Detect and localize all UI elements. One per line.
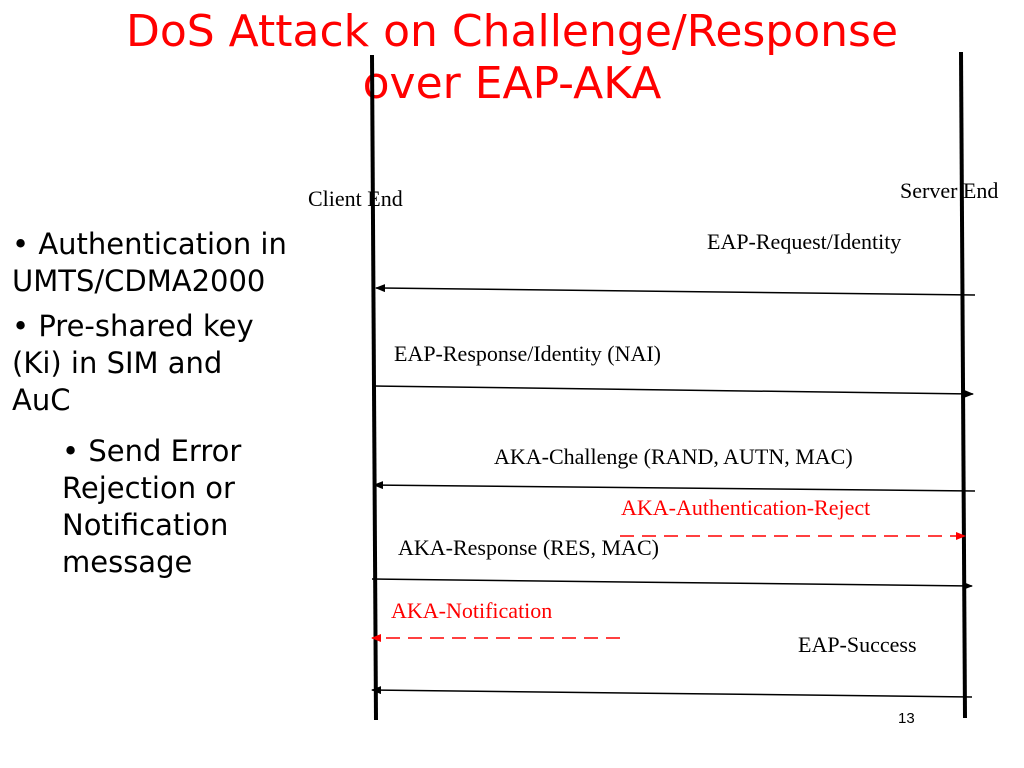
bullet-line: • Authentication in (12, 227, 287, 261)
bullet-line: message (62, 545, 193, 579)
bullet-line: Rejection or (62, 471, 235, 505)
title-line-2: over EAP-AKA (362, 58, 662, 109)
msg-label-aka-response: AKA-Response (RES, MAC) (398, 535, 659, 560)
bullet-line: AuC (12, 383, 71, 417)
msg-arrow-response-identity (373, 385, 974, 398)
bullet-line: UMTS/CDMA2000 (12, 264, 266, 298)
client-lifeline (370, 54, 378, 721)
msg-label-request-identity: EAP-Request/Identity (707, 229, 902, 254)
bullet-line: • Pre-shared key (12, 309, 254, 343)
msg-arrow-aka-response (371, 578, 973, 590)
bullet-list: • Authentication in UMTS/CDMA2000 • Pre-… (12, 226, 287, 589)
msg-label-eap-success: EAP-Success (798, 632, 917, 657)
bullet-line: • Send Error (62, 434, 242, 468)
server-end-label: Server End (900, 178, 999, 203)
msg-arrow-eap-success (371, 686, 973, 698)
sub-bullet-error: • Send Error Rejection or Notification m… (62, 433, 287, 581)
msg-label-aka-notification: AKA-Notification (391, 598, 553, 623)
msg-arrow-aka-challenge (373, 481, 976, 492)
bullet-line: (Ki) in SIM and (12, 346, 223, 380)
page-number: 13 (898, 710, 915, 727)
msg-label-auth-reject: AKA-Authentication-Reject (621, 495, 871, 520)
server-lifeline (959, 51, 967, 719)
bullet-preshared-key: • Pre-shared key (Ki) in SIM and AuC (12, 308, 287, 419)
msg-label-response-identity: EAP-Response/Identity (NAI) (394, 341, 662, 366)
client-end-label: Client End (308, 186, 403, 211)
bullet-line: Notification (62, 508, 229, 542)
msg-arrow-request-identity (375, 284, 976, 296)
msg-label-aka-challenge: AKA-Challenge (RAND, AUTN, MAC) (494, 444, 853, 469)
bullet-authentication: • Authentication in UMTS/CDMA2000 (12, 226, 287, 300)
slide-title: DoS Attack on Challenge/Response over EA… (0, 6, 1024, 110)
title-line-1: DoS Attack on Challenge/Response (125, 6, 899, 57)
